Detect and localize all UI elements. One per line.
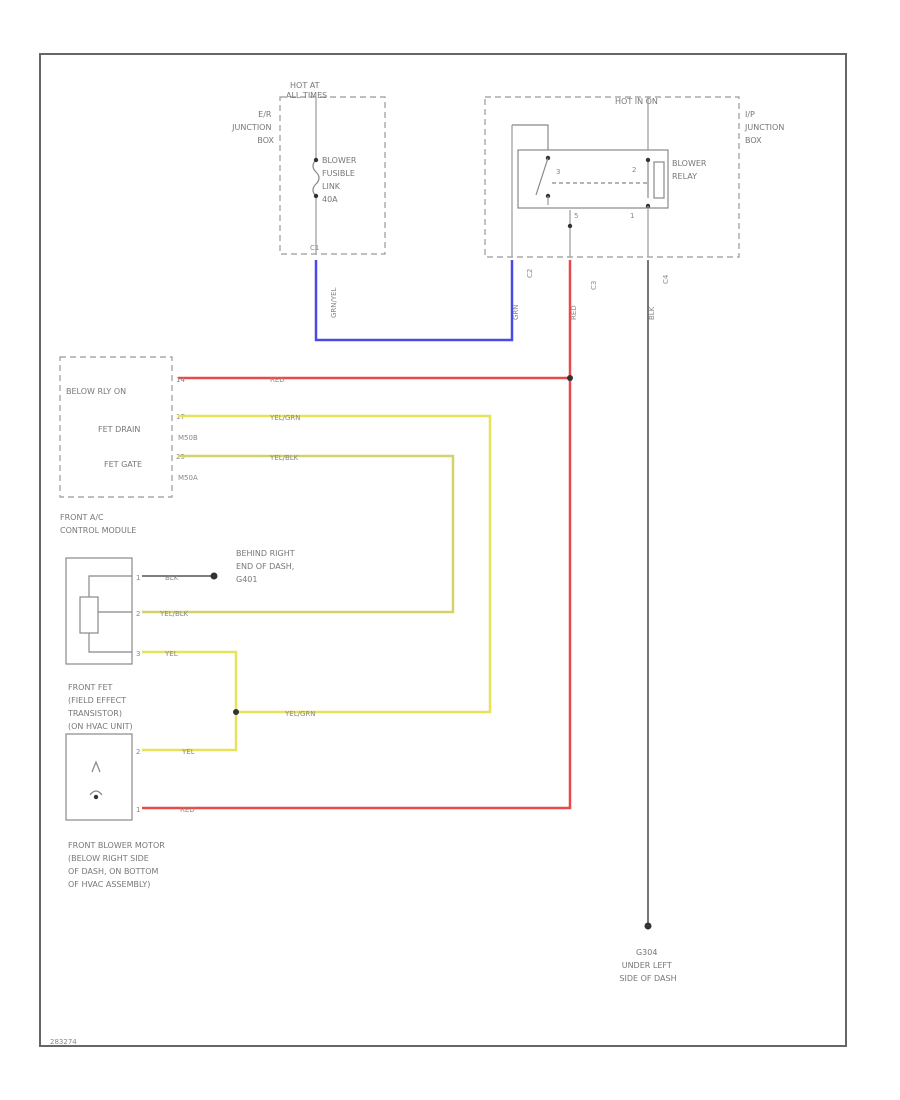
diagram-frame: [39, 53, 847, 1047]
module-pin-fet-drain: FET DRAIN: [98, 425, 140, 434]
red-wire-label-top: RED: [270, 376, 285, 384]
yel-grn-wire-label-1: YEL/GRN: [269, 414, 300, 422]
yel-grn-wire: [178, 414, 492, 714]
er-junction-box-label: E/R JUNCTION BOX: [231, 110, 274, 145]
yel-wire-label-2: YEL: [181, 748, 195, 756]
relay-switch-contact: [535, 157, 549, 196]
blower-fusible-link-label: BLOWER FUSIBLE LINK 40A: [322, 156, 359, 204]
yel-blk-wire: [142, 454, 455, 614]
front-blower-motor-label: FRONT BLOWER MOTOR (BELOW RIGHT SIDE OF …: [68, 841, 167, 889]
front-ac-control-module-box: [59, 356, 173, 498]
connector-c2-label: C2: [526, 269, 534, 278]
front-blower-motor-box: [65, 733, 133, 821]
black-wire-label-vert: BLK: [648, 306, 656, 320]
yel-blk-wire-label-1: YEL/BLK: [269, 454, 299, 462]
front-fet-box: [65, 557, 133, 665]
module-pin-below-rly-on: BELOW RLY ON: [66, 387, 126, 396]
module-pin-fet-gate: FET GATE: [104, 460, 142, 469]
fet-pin-1: 1: [136, 574, 140, 582]
ground-g401-label: BEHIND RIGHT END OF DASH, G401: [236, 549, 297, 584]
yel-wire-label-1: YEL: [164, 650, 178, 658]
blower-motor-symbol: [91, 760, 101, 773]
blower-relay-box: [517, 149, 669, 209]
front-ac-control-module-label: FRONT A/C CONTROL MODULE: [60, 513, 136, 535]
relay-pin-5: 5: [574, 212, 578, 220]
blue-wire-label-2: GRN: [512, 304, 520, 320]
fet-pin-2: 2: [136, 610, 140, 618]
module-code-m50a: M50A: [178, 474, 198, 482]
red-wire-label-vert: RED: [570, 305, 578, 320]
ground-g304-label: G304 UNDER LEFT SIDE OF DASH: [619, 948, 676, 983]
relay-coil: [653, 161, 665, 199]
connector-c1-label: C1: [310, 244, 319, 252]
hot-at-all-times-label-2: ALL TIMES: [286, 91, 327, 100]
relay-pin-3: 3: [556, 168, 560, 176]
yel-blk-wire-label-2: YEL/BLK: [159, 610, 189, 618]
relay-pin-2: 2: [632, 166, 636, 174]
er-junction-box: [279, 96, 386, 255]
blue-wire-label-1: GRN/YEL: [330, 287, 338, 318]
connector-c4-label: C4: [662, 274, 670, 284]
motor-pin-1: 1: [136, 806, 140, 814]
red-wire-label-bottom: RED: [180, 806, 195, 814]
figure-id: 283274: [50, 1038, 77, 1046]
yel-grn-wire-label-2: YEL/GRN: [284, 710, 315, 718]
blk-gnd1-wire-label: BLK: [165, 574, 179, 582]
motor-pin-2: 2: [136, 748, 140, 756]
connector-c3-label: C3: [590, 281, 598, 290]
fet-symbol: [79, 596, 99, 634]
front-fet-label: FRONT FET (FIELD EFFECT TRANSISTOR) (ON …: [67, 683, 133, 731]
ip-junction-box-label: I/P JUNCTION BOX: [744, 110, 787, 145]
hot-at-all-times-label: HOT AT: [290, 81, 320, 90]
fusible-link-symbol: [312, 159, 320, 197]
fet-pin-3: 3: [136, 650, 140, 658]
ip-junction-box: [484, 96, 740, 258]
module-pin-14: 14: [176, 376, 185, 384]
blower-relay-label: BLOWER RELAY: [672, 159, 709, 181]
blue-wire: [314, 260, 514, 342]
module-code-m50b: M50B: [178, 434, 198, 442]
red-wire-main: [142, 260, 572, 810]
yel-wire: [142, 650, 238, 752]
relay-pin-1: 1: [630, 212, 634, 220]
hot-in-on-label: HOT IN ON: [615, 97, 658, 106]
